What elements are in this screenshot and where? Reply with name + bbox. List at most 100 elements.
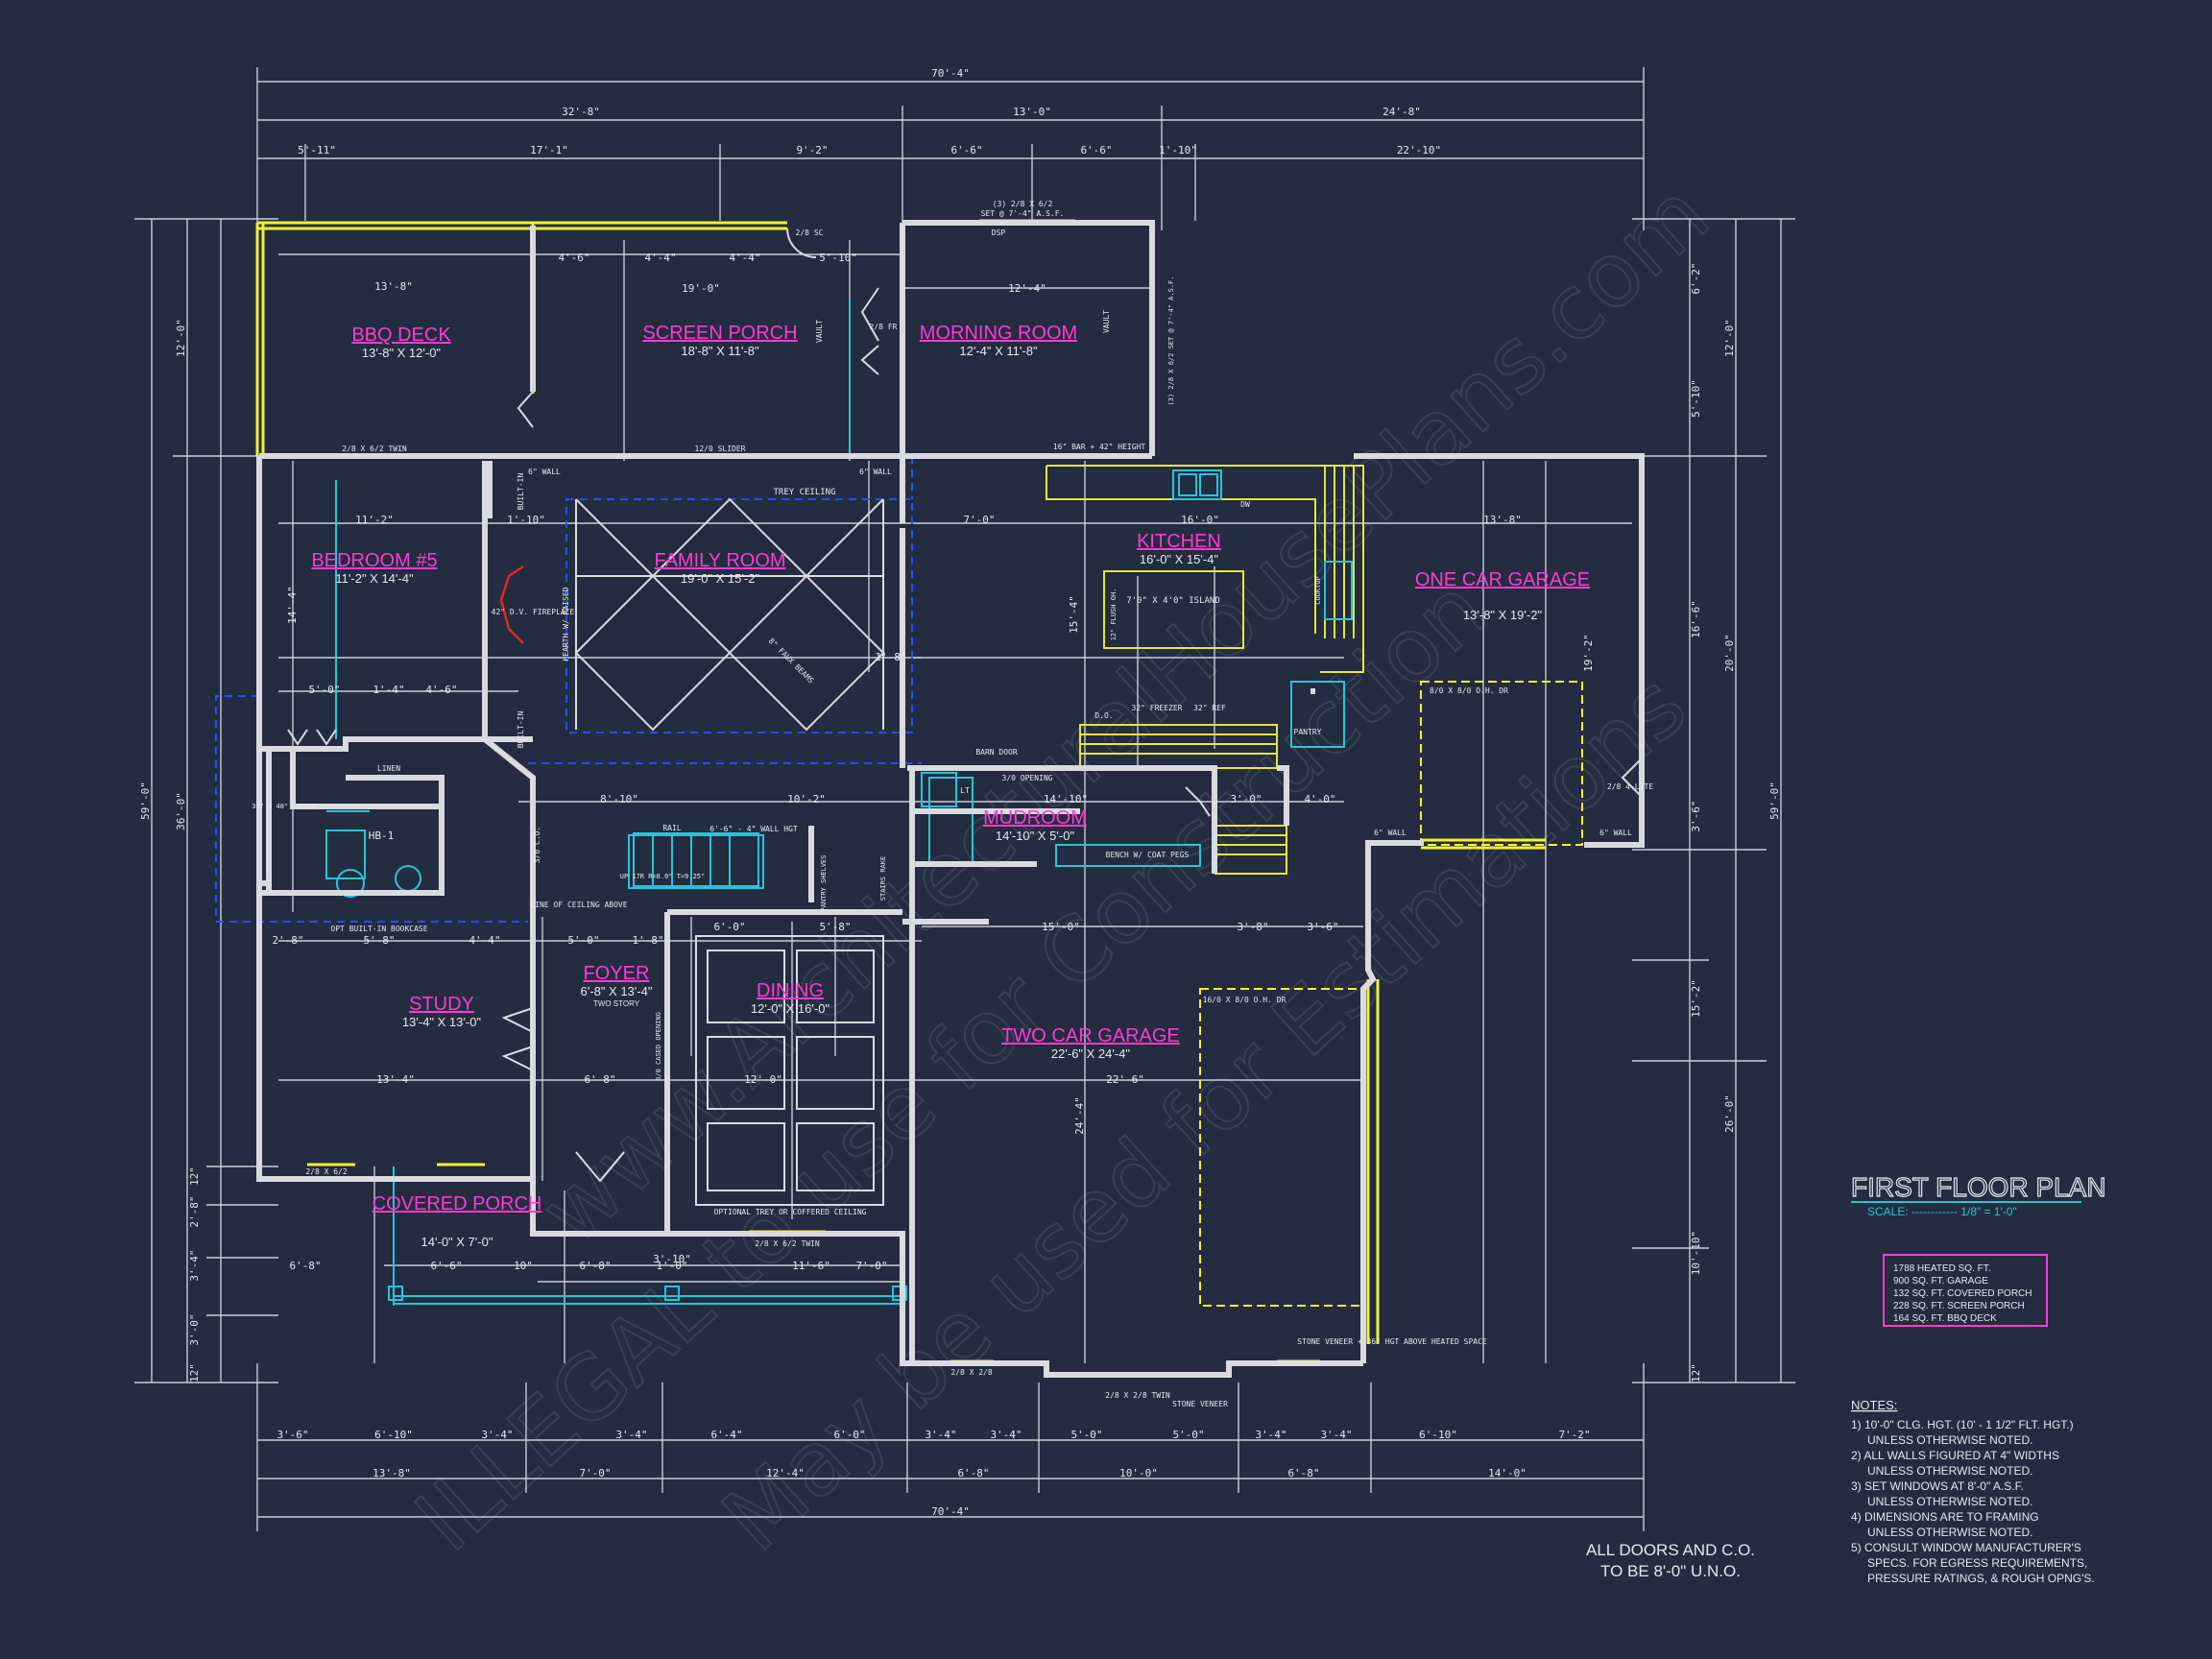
dim-bottom-3-9: 5'-0": [1172, 1429, 1204, 1441]
note-win-top-2: SET @ 7'-4" A.S.F.: [981, 209, 1065, 218]
dim-top-3-4: 6'-6": [1080, 144, 1112, 156]
note-vault-2: VAULT: [1102, 310, 1111, 333]
dim-i23: 5'-8": [363, 934, 395, 947]
dim-top-3-3: 6'-6": [950, 144, 982, 156]
note-2: 2) ALL WALLS FIGURED AT 4" WIDTHS: [1851, 1449, 2059, 1462]
note-5: UNLESS OTHERWISE NOTED.: [1867, 1495, 2032, 1508]
room-two-car-garage-size: 22'-6" X 24'-4": [1051, 1046, 1131, 1061]
note-builtin-1: BUILT-IN: [517, 473, 525, 511]
dim-bottom-2-6: 14'-0": [1488, 1467, 1527, 1479]
dim-i42: 7'-0": [855, 1260, 887, 1272]
title-block: FIRST FLOOR PLAN SCALE: ------------ 1/8…: [1586, 1171, 2106, 1585]
note-twin-3: 2/8 X 2/8 TWIN: [1105, 1391, 1170, 1400]
note-hearth: HEARTH W/ RAISED: [562, 587, 570, 661]
area-4: 164 SQ. FT. BBQ DECK: [1893, 1313, 1997, 1324]
dim-i12: 14'-4": [286, 586, 299, 624]
dim-right-overall: 59'-0": [1768, 781, 1781, 820]
dim-i5: 19'-0": [682, 282, 720, 295]
dim-bottom-2-3: 6'-8": [957, 1467, 989, 1479]
room-family-room: FAMILY ROOM: [654, 550, 785, 571]
fixtures: [325, 298, 1353, 1306]
dim-i40: 6'-8": [289, 1260, 321, 1272]
dim-bottom-3-0: 3'-6": [276, 1429, 308, 1441]
dim-i17: 10'-2": [787, 793, 826, 805]
dim-i8: 11'-2": [355, 514, 394, 526]
dim-bottom-3-3: 3'-4": [615, 1429, 647, 1441]
dim-left-3-0: 12": [188, 1166, 201, 1186]
room-mudroom: MUDROOM: [983, 807, 1087, 829]
dim-right-3-1: 5'-10": [1690, 379, 1702, 418]
dim-bottom-3-12: 6'-10": [1419, 1429, 1457, 1441]
dim-top-3-0: 5'-11": [298, 144, 336, 156]
note-rail-hgt: 6'-6" - 4" WALL HGT: [709, 825, 798, 833]
note-trey: TREY CEILING: [773, 488, 835, 497]
note-wall-4: 6" WALL: [1599, 829, 1632, 837]
room-foyer-size: 6'-8" X 13'-4": [581, 984, 653, 998]
room-bbq-deck: BBQ DECK: [351, 325, 451, 346]
note-lt: LT: [960, 786, 970, 795]
note-wall-2: 6" WALL: [859, 468, 892, 476]
dim-bottom-overall: 70'-4": [931, 1505, 970, 1518]
note-dw: DW: [1240, 500, 1250, 509]
dim-i1: 13'-8": [374, 280, 413, 293]
note-up: UP 17R R=8.0" T=9.25": [620, 873, 706, 880]
dim-i7: 12'-4": [1008, 282, 1046, 295]
note-rail: RAIL: [662, 824, 681, 832]
garage-doors: [1199, 681, 1583, 1307]
note-cooktop: COOKTOP: [1314, 576, 1322, 605]
dim-right-2-2: 26'-0": [1723, 1094, 1736, 1133]
note-builtin-2: BUILT-IN: [517, 711, 525, 749]
note-four-lite: 2/8 4-LITE: [1607, 782, 1653, 791]
dim-left-3-2: 3'-4": [188, 1249, 201, 1281]
dim-i39: 11'-6": [792, 1260, 830, 1272]
note-shower: 32" X 48" SHOWER: [252, 803, 317, 810]
faux-beams: [575, 497, 884, 732]
dim-i27: 5'-8": [819, 921, 851, 933]
dim-i19: 3'-0": [1230, 793, 1262, 805]
note-twin-2: 2/8 X 6/2 TWIN: [755, 1239, 820, 1248]
note-wall-1: 6" WALL: [528, 468, 561, 476]
area-0: 1788 HEATED SQ. FT.: [1893, 1263, 1991, 1274]
note-6: 4) DIMENSIONS ARE TO FRAMING: [1851, 1510, 2039, 1524]
note-hb: HB-1: [369, 830, 395, 842]
dim-right-2-0: 12'-0": [1723, 319, 1736, 357]
note-3: UNLESS OTHERWISE NOTED.: [1867, 1464, 2032, 1478]
dim-i3: 4'-4": [644, 252, 676, 264]
dim-i11: 13'-8": [1483, 514, 1522, 526]
room-two-car-garage: TWO CAR GARAGE: [1001, 1025, 1180, 1046]
dim-bottom-3-1: 6'-10": [374, 1429, 413, 1441]
dim-i28: 15'-0": [1042, 921, 1080, 933]
dim-right-2-1: 20'-0": [1723, 634, 1736, 672]
dim-bottom-3-13: 7'-2": [1558, 1429, 1590, 1441]
dining-coffered: [695, 935, 884, 1206]
dim-left-3-1: 2'-8": [188, 1195, 201, 1227]
area-3: 228 SQ. FT. SCREEN PORCH: [1893, 1301, 2025, 1311]
dim-bottom-2-2: 12'-4": [766, 1467, 805, 1479]
dim-bottom-2-1: 7'-0": [579, 1467, 611, 1479]
note-twin-1: 2/8 X 6/2 TWIN: [342, 445, 407, 453]
dim-left-3-3: 3'-0": [188, 1313, 201, 1345]
dim-i9: 7'-0": [963, 514, 995, 526]
dimension-lines: [134, 67, 1795, 1531]
dim-bottom-3-8: 5'-0": [1070, 1429, 1102, 1441]
dim-right-3-3: 3'-6": [1690, 800, 1702, 831]
note-8: 5) CONSULT WINDOW MANUFACTURER'S: [1851, 1541, 2081, 1554]
room-foyer-note: TWO STORY: [593, 999, 640, 1008]
dim-i10: 16'-0": [1181, 514, 1219, 526]
note-barn-door: BARN DOOR: [975, 748, 1018, 757]
note-pantry: PANTRY: [1294, 728, 1322, 736]
dim-left-overall: 59'-0": [139, 781, 152, 820]
room-covered-porch-size: 14'-0" X 7'-0": [421, 1235, 493, 1249]
notes-heading: NOTES:: [1851, 1398, 1897, 1412]
note-flush: 12" FLUSH OH.: [1110, 589, 1118, 641]
note-vault-1: VAULT: [815, 320, 824, 343]
door-swings: [287, 228, 1643, 1183]
note-pantry-shelves: PANTRY SHELVES: [820, 854, 828, 911]
dim-bottom-3-11: 3'-4": [1320, 1429, 1352, 1441]
room-covered-porch: COVERED PORCH: [373, 1193, 542, 1214]
dim-i36: 6'-6": [430, 1260, 462, 1272]
note-linen: LINEN: [377, 764, 400, 773]
note-w2862: 2/8 X 6/2: [305, 1167, 348, 1176]
note-stone: STONE VENEER: [1172, 1400, 1228, 1408]
dim-bottom-3-5: 6'-0": [833, 1429, 865, 1441]
